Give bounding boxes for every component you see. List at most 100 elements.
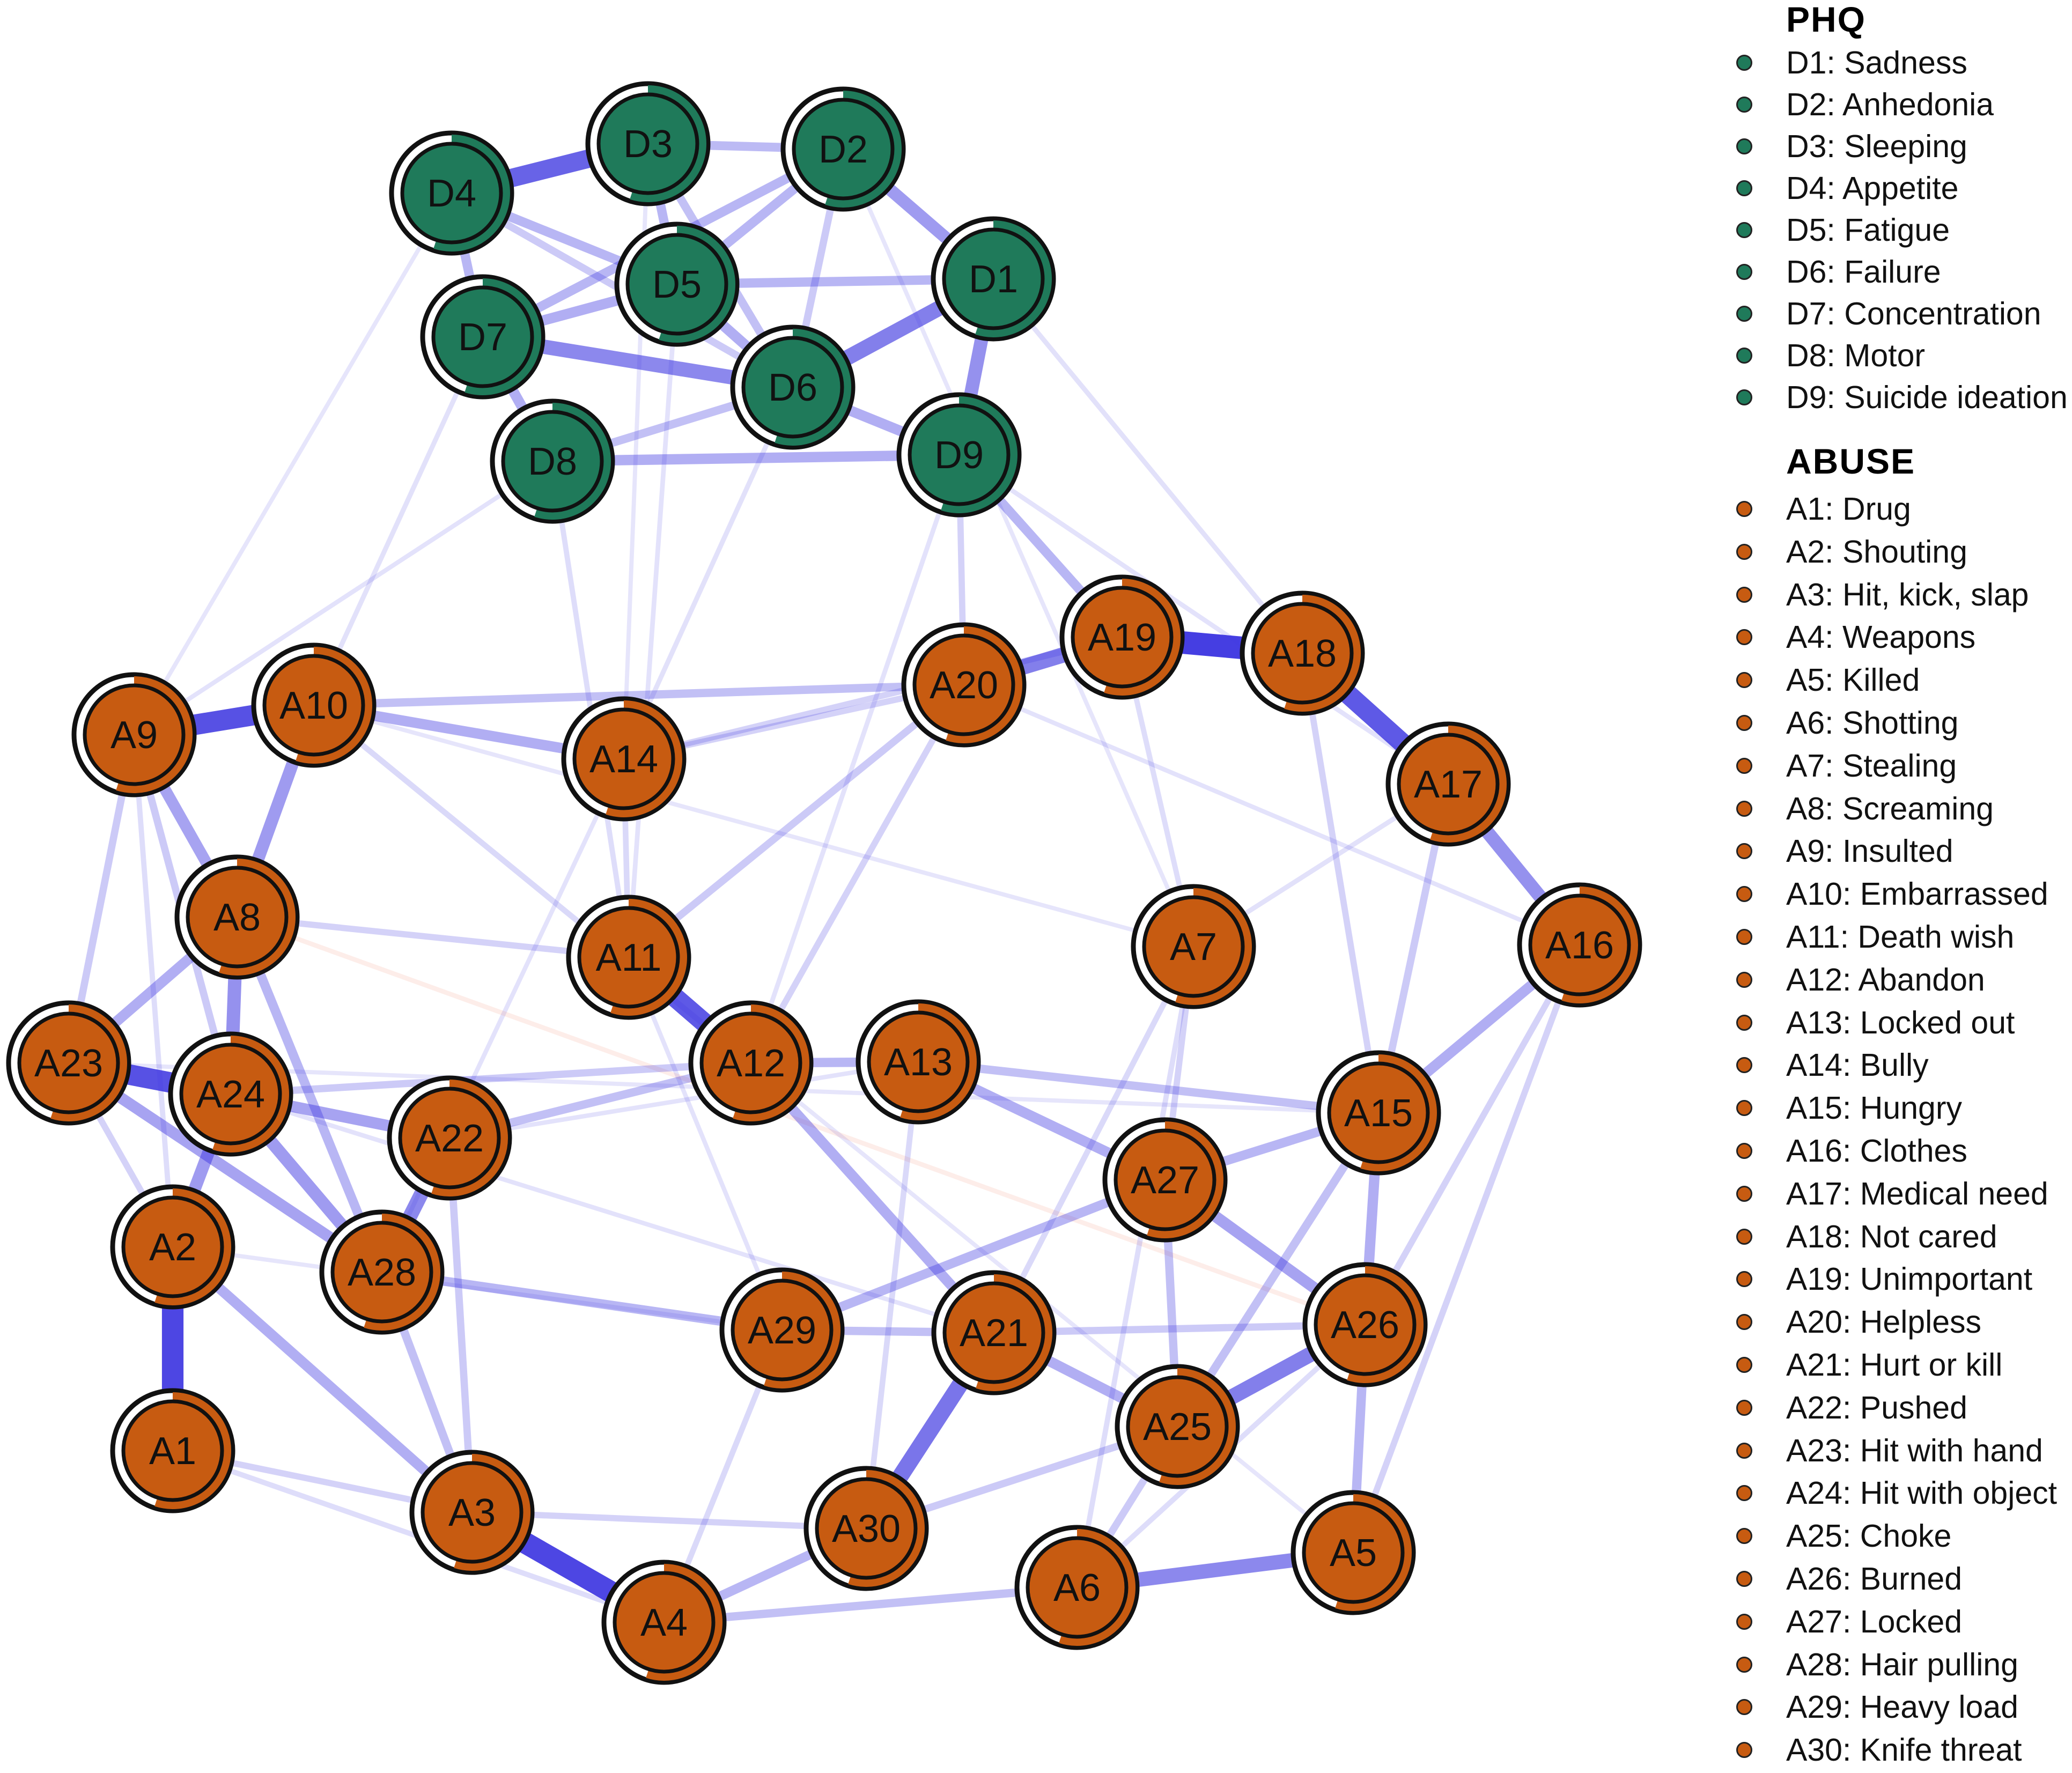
node-arc	[860, 1003, 977, 1120]
node-a4[interactable]: A4	[601, 1560, 727, 1685]
node-fill	[577, 906, 680, 1009]
legend-name: Drug	[1842, 491, 1911, 527]
node-a13[interactable]: A13	[856, 999, 981, 1125]
legend-dot-icon	[1736, 1100, 1752, 1117]
legend-code: A26	[1786, 1561, 1842, 1597]
node-a20[interactable]: A20	[901, 622, 1027, 748]
legend-item-a27: A27: Locked	[1730, 1602, 2072, 1645]
node-a1[interactable]: A1	[110, 1388, 235, 1513]
node-d9[interactable]: D9	[896, 392, 1022, 518]
legend-label: A10: Embarrassed	[1786, 876, 2048, 912]
legend-label: A6: Shotting	[1786, 705, 1959, 741]
node-d5[interactable]: D5	[614, 221, 740, 347]
legend-item-a19: A19: Unimportant	[1730, 1259, 2072, 1302]
legend-name: Heavy load	[1860, 1689, 2018, 1725]
legend-code: A3	[1786, 577, 1825, 612]
node-a10[interactable]: A10	[251, 642, 377, 768]
node-a27[interactable]: A27	[1102, 1117, 1228, 1243]
legend-item-a3: A3: Hit, kick, slap	[1730, 575, 2072, 618]
node-a2[interactable]: A2	[110, 1184, 235, 1310]
legend-code: A19	[1786, 1261, 1842, 1297]
node-arc	[391, 1080, 508, 1196]
node-a28[interactable]: A28	[319, 1209, 445, 1335]
legend-item-a9: A9: Insulted	[1730, 831, 2072, 874]
legend-dot-icon	[1736, 1613, 1752, 1630]
legend-code: A13	[1786, 1004, 1842, 1040]
legend-name: Sleeping	[1844, 129, 1967, 164]
legend-dot-icon	[1736, 1271, 1752, 1288]
edge-a16-a5	[1350, 943, 1583, 1554]
edge-a20-a12	[748, 683, 967, 1065]
node-a6[interactable]: A6	[1014, 1525, 1140, 1650]
node-a29[interactable]: A29	[719, 1267, 845, 1393]
node-fill	[398, 1087, 501, 1190]
node-a8[interactable]: A8	[174, 854, 300, 980]
legend-dot-icon	[1736, 800, 1752, 817]
node-a25[interactable]: A25	[1115, 1364, 1240, 1489]
legend-label: A4: Weapons	[1786, 619, 1976, 655]
node-d2[interactable]: D2	[780, 86, 906, 212]
legend-name: Motor	[1844, 338, 1926, 373]
node-label: A27	[1131, 1159, 1199, 1202]
legend-dot-icon	[1736, 672, 1752, 689]
node-d6[interactable]: D6	[730, 324, 856, 450]
legend-name: Choke	[1860, 1518, 1952, 1554]
node-fill	[942, 1281, 1045, 1384]
node-a23[interactable]: A23	[6, 1000, 131, 1126]
node-a5[interactable]: A5	[1291, 1490, 1416, 1615]
node-arc	[1064, 579, 1181, 696]
legend-dot-icon	[1736, 1057, 1752, 1074]
legend-item-a7: A7: Stealing	[1730, 746, 2072, 789]
edge-a8-a28	[232, 915, 387, 1274]
legend-name: Medical need	[1860, 1176, 2048, 1211]
node-a15[interactable]: A15	[1316, 1050, 1441, 1176]
node-d4[interactable]: D4	[389, 130, 514, 256]
node-a14[interactable]: A14	[561, 696, 687, 822]
edge-d6-a14	[621, 386, 795, 760]
node-a18[interactable]: A18	[1240, 590, 1365, 716]
legend-item-a1: A1: Drug	[1730, 489, 2072, 532]
node-d7[interactable]: D7	[420, 274, 545, 400]
node-a21[interactable]: A21	[931, 1270, 1057, 1395]
legend-label: D1: Sadness	[1786, 45, 1967, 80]
node-a30[interactable]: A30	[803, 1466, 929, 1591]
edge-a28-a29	[381, 1267, 783, 1335]
legend-label: A29: Heavy load	[1786, 1689, 2018, 1725]
node-a22[interactable]: A22	[387, 1075, 512, 1201]
node-a24[interactable]: A24	[168, 1031, 293, 1157]
legend-label: A1: Drug	[1786, 491, 1911, 527]
node-arc	[1390, 726, 1507, 843]
node-d8[interactable]: D8	[490, 398, 615, 524]
node-a12[interactable]: A12	[688, 1000, 814, 1126]
node-a26[interactable]: A26	[1302, 1262, 1428, 1387]
edge-d7-a10	[311, 336, 485, 706]
legend-dot-icon	[1736, 1314, 1752, 1331]
edge-a7-a6	[1074, 946, 1196, 1588]
legend-name: Helpless	[1860, 1304, 1982, 1340]
node-d1[interactable]: D1	[931, 216, 1056, 342]
legend-name: Hurt or kill	[1860, 1347, 2003, 1383]
legend-item-a29: A29: Heavy load	[1730, 1687, 2072, 1730]
node-a3[interactable]: A3	[409, 1450, 535, 1575]
legend-code: A12	[1786, 962, 1842, 998]
node-d3[interactable]: D3	[585, 81, 711, 206]
node-label: A5	[1330, 1532, 1377, 1575]
node-arc	[1320, 1054, 1437, 1171]
legend-dot-icon	[1736, 1399, 1752, 1416]
node-a9[interactable]: A9	[71, 672, 197, 797]
node-a17[interactable]: A17	[1385, 721, 1511, 847]
node-label: A19	[1088, 616, 1156, 659]
node-a19[interactable]: A19	[1059, 574, 1185, 700]
legend-dot-icon	[1736, 629, 1752, 646]
legend-code: A29	[1786, 1689, 1842, 1725]
node-label: D8	[528, 440, 577, 483]
node-a7[interactable]: A7	[1131, 884, 1256, 1009]
legend-label: A3: Hit, kick, slap	[1786, 577, 2029, 612]
legend-name: Hit with hand	[1860, 1432, 2043, 1468]
legend-label: D3: Sleeping	[1786, 129, 1967, 164]
node-fill	[400, 142, 503, 245]
node-fill	[867, 1010, 970, 1113]
node-a11[interactable]: A11	[566, 895, 691, 1020]
edge-a3-a30	[471, 1509, 867, 1532]
node-a16[interactable]: A16	[1517, 882, 1642, 1008]
